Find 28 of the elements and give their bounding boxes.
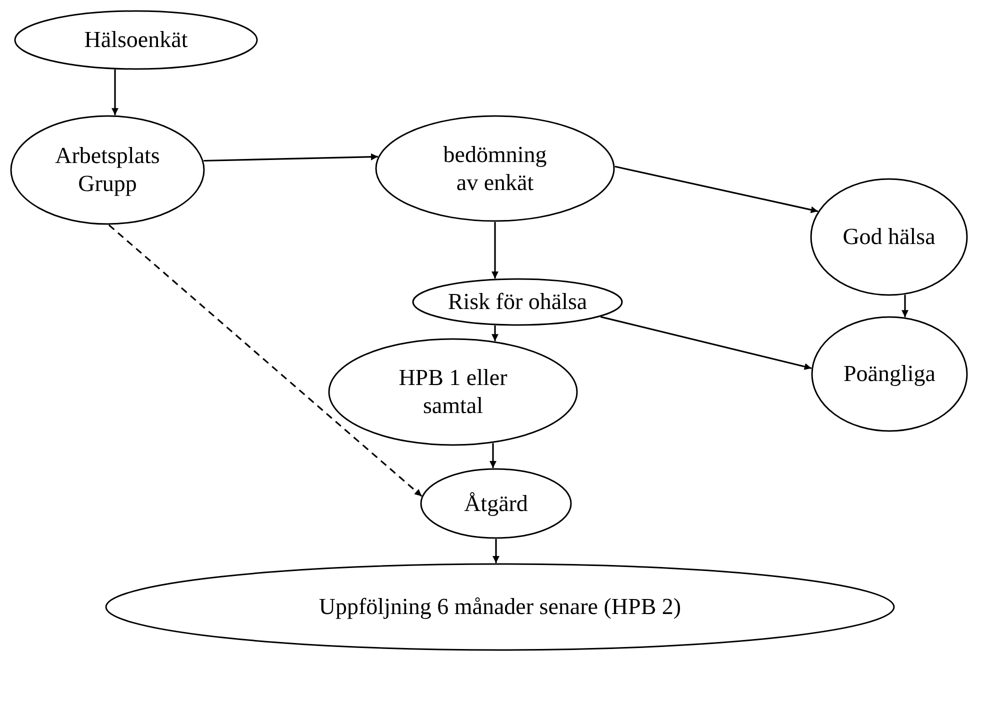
process-ellipse [105,563,895,651]
arrow [204,153,378,162]
arrow [492,325,498,342]
process-ellipse [811,316,968,432]
arrow [112,70,118,116]
node-label: Hälsoenkät [84,26,188,54]
process-ellipse [10,115,205,225]
arrow [902,294,908,318]
node-label: God hälsa [842,223,936,251]
node-label: Åtgärd [464,490,528,518]
arrow [490,443,496,468]
process-ellipse [328,338,578,446]
process-ellipse [412,278,623,326]
arrow [600,316,812,370]
node-label: bedömning av enkät [442,140,548,196]
arrow [492,222,498,279]
arrow [614,166,818,214]
process-ellipse [375,115,615,222]
arrow [492,539,500,563]
node-label: Arbetsplats Grupp [54,142,161,198]
node-label: HPB 1 eller samtal [398,364,508,420]
arrow [108,224,422,497]
node-label: Poängliga [844,360,936,388]
process-ellipse [14,10,258,70]
node-label: Risk för ohälsa [448,288,588,316]
node-label: Uppföljning 6 månader senare (HPB 2) [318,593,682,621]
process-ellipse [810,178,968,296]
process-ellipse [420,468,572,539]
